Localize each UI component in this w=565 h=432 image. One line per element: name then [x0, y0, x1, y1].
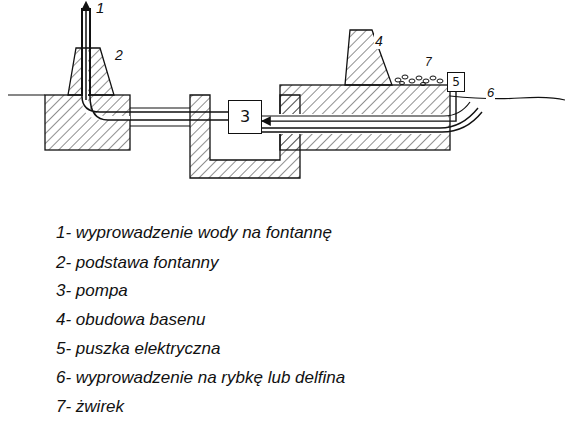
pipe-channel — [130, 108, 190, 126]
gravel — [395, 75, 443, 86]
key-line: 5- puszka elektryczna — [55, 340, 221, 359]
pump-box: 3 — [228, 100, 262, 134]
outlet-pipe — [262, 108, 482, 132]
key-line: 1- wyprowadzenie wody na fontannę — [55, 224, 333, 243]
ground-line — [8, 94, 45, 95]
junction-box: 5 — [447, 72, 465, 92]
callout-number: 7 — [424, 56, 433, 69]
callout-number: 6 — [486, 86, 495, 100]
supply-pipe — [82, 96, 228, 120]
key-line: 3- pompa — [55, 282, 129, 301]
callout-number: 4 — [374, 34, 384, 49]
callout-number: 1 — [95, 0, 105, 17]
callout-number: 5 — [452, 76, 460, 88]
cable-connector — [262, 92, 456, 121]
ground-line — [450, 96, 565, 100]
key-line: 6- wyprowadzenie na rybkę lub delfina — [55, 369, 346, 388]
outlet-pipe — [262, 102, 470, 116]
key-line: 4- obudowa basenu — [55, 311, 206, 330]
key-line: 7- żwirek — [55, 398, 125, 417]
pool-wall — [345, 30, 392, 85]
callout-number: 2 — [114, 48, 124, 63]
key-line: 2- podstawa fontanny — [55, 254, 220, 273]
outflow-arrow — [85, 6, 87, 100]
callout-number: 3 — [240, 109, 250, 125]
